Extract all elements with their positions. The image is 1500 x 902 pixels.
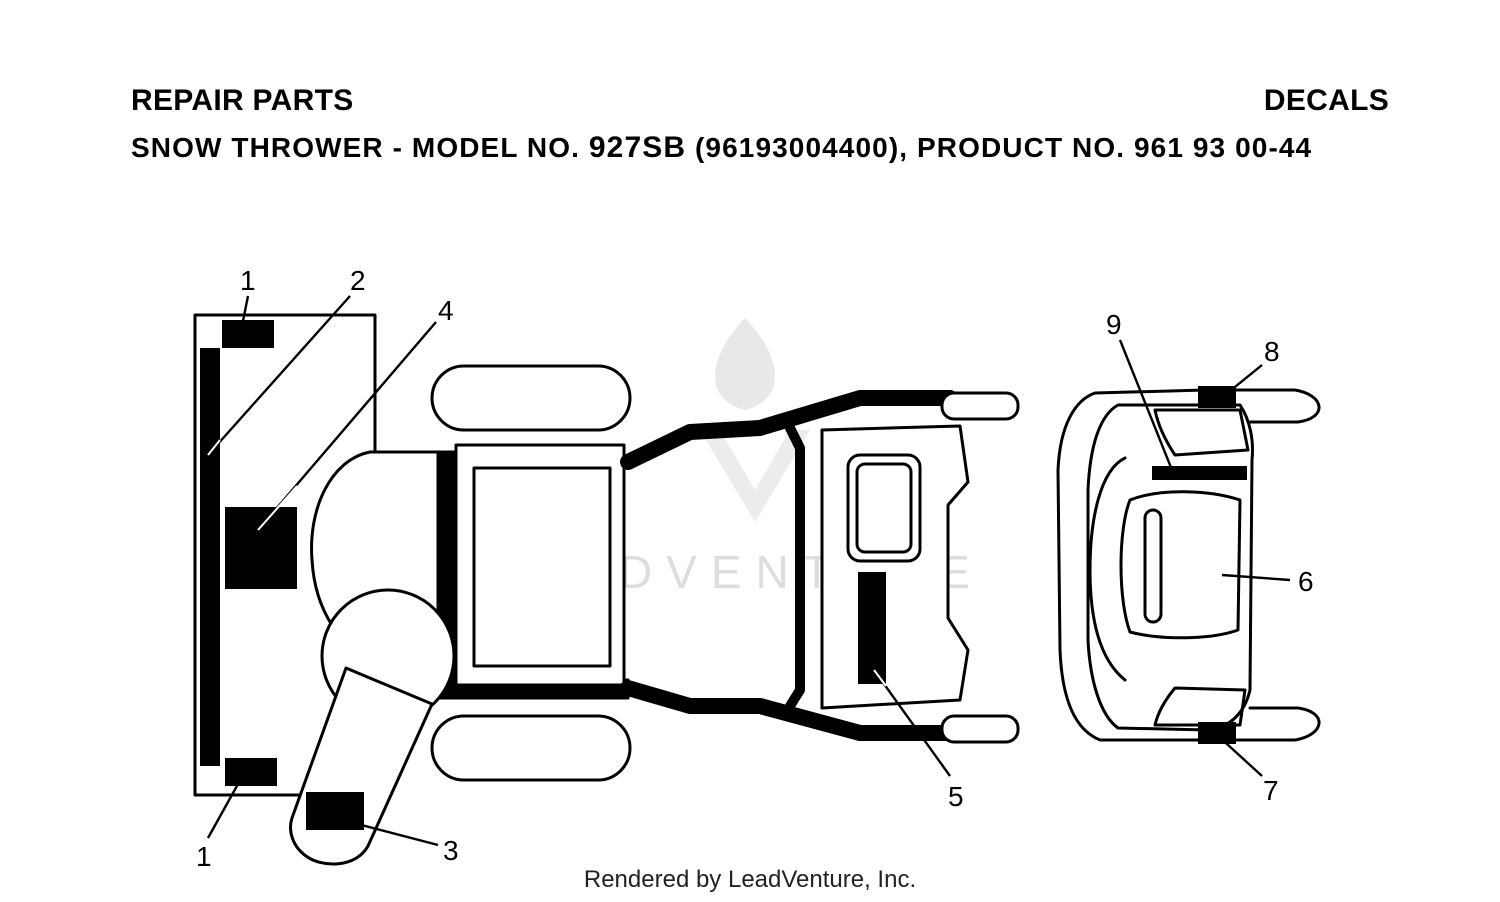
- rear-vent-left: [1088, 456, 1127, 682]
- leader-5-highlight: [873, 669, 887, 687]
- callout-6: 6: [1298, 566, 1314, 597]
- callout-4: 4: [438, 295, 454, 326]
- leader-4-highlight: [257, 485, 298, 531]
- callout-8: 8: [1264, 336, 1280, 367]
- watermark-v-icon: [700, 430, 810, 522]
- panel-window-inner: [855, 462, 913, 554]
- decals: [200, 320, 1247, 830]
- callout-2: 2: [350, 265, 366, 296]
- leader-7: [1215, 733, 1263, 777]
- leader-6: [1221, 573, 1291, 582]
- decal-2: [200, 348, 220, 766]
- subtitle-prefix: SNOW THROWER - MODEL NO.: [131, 132, 580, 163]
- callout-9: 9: [1106, 309, 1122, 340]
- rear-slot: [1143, 508, 1163, 624]
- model-subtitle: SNOW THROWER - MODEL NO. 927SB (96193004…: [131, 131, 1312, 165]
- handle-frame: [620, 390, 958, 741]
- section-title: DECALS: [1263, 84, 1389, 117]
- handle-grip-top: [940, 391, 1020, 421]
- leader-1-bottom: [206, 774, 245, 839]
- rear-panel-bottom: [1153, 686, 1247, 727]
- callout-7: 7: [1263, 775, 1279, 806]
- decal-1-bottom: [225, 758, 277, 786]
- callout-1-bottom: 1: [196, 841, 212, 872]
- leader-9: [1118, 339, 1174, 471]
- panel-window-outer: [846, 453, 922, 563]
- decal-9: [1152, 466, 1247, 480]
- leader-3: [345, 819, 439, 847]
- decal-7: [1198, 722, 1236, 744]
- leader-8: [1213, 364, 1263, 405]
- decal-5: [858, 572, 886, 684]
- engine-housing: [454, 443, 626, 687]
- page-title: REPAIR PARTS: [131, 84, 354, 117]
- tire-bottom: [430, 714, 632, 782]
- rear-hood: [1119, 490, 1242, 640]
- leader-highlights: [207, 439, 887, 687]
- leader-2-highlight: [207, 439, 221, 456]
- footer-credit: Rendered by LeadVenture, Inc.: [583, 866, 917, 893]
- callout-3: 3: [443, 835, 459, 866]
- rear-body: [1086, 403, 1254, 732]
- rear-panel-top: [1153, 408, 1250, 457]
- control-panel: [820, 424, 970, 710]
- model-number: 927SB: [588, 131, 687, 164]
- handle-grip-bottom: [940, 714, 1020, 744]
- engine-cover: [472, 466, 612, 668]
- rear-handle-top: [1203, 388, 1321, 424]
- decal-4: [225, 507, 297, 589]
- tire-top: [430, 364, 632, 432]
- handle-strut: [785, 423, 805, 711]
- leader-5: [873, 669, 951, 777]
- callout-1-top: 1: [240, 265, 256, 296]
- callout-5: 5: [948, 781, 964, 812]
- subtitle-suffix: (96193004400), PRODUCT NO. 961 93 00-44: [695, 132, 1313, 163]
- rear-handle-bottom: [1203, 706, 1321, 742]
- decal-8: [1198, 386, 1236, 408]
- watermark-flame-icon: [715, 318, 775, 410]
- leader-2: [207, 295, 351, 456]
- decal-1-top: [222, 320, 274, 348]
- leader-1-top: [240, 295, 250, 327]
